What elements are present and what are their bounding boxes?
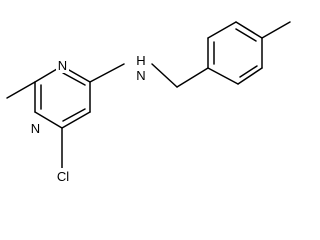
- bond-c5-c6-outer: [61, 111, 91, 129]
- bond-aryl-methyl: [261, 21, 291, 39]
- atom-bg-nh: [132, 55, 150, 83]
- atom-bg-cl: [54, 168, 72, 183]
- bond-ch2-aryl: [176, 67, 209, 88]
- atom-bg-n3: [56, 58, 69, 73]
- bond-benzene-b: [237, 67, 263, 85]
- atom-label-h: H: [136, 53, 145, 68]
- bond-methyl-c2: [6, 81, 36, 99]
- atom-label-nh: N: [136, 68, 145, 83]
- bond-benzene-inner-3: [235, 28, 257, 42]
- bond-benzene-inner-2: [239, 65, 258, 78]
- atom-bg-n1: [29, 120, 42, 135]
- bond-n3-c4-inner: [62, 72, 86, 86]
- atom-label-cl: Cl: [57, 169, 69, 184]
- bond-benzene-e: [207, 21, 237, 39]
- atom-label-n3: N: [58, 58, 67, 73]
- chemical-structure: N N H N Cl: [6, 21, 291, 184]
- bond-benzene-d: [235, 21, 263, 39]
- bond-c6-n1: [34, 111, 63, 129]
- bond-c5-c6-inner: [62, 108, 86, 122]
- bond-nh-ch2: [151, 63, 178, 88]
- atom-label-n1: N: [31, 121, 40, 136]
- bond-benzene-a: [207, 67, 239, 85]
- bond-c4-nh: [89, 63, 125, 83]
